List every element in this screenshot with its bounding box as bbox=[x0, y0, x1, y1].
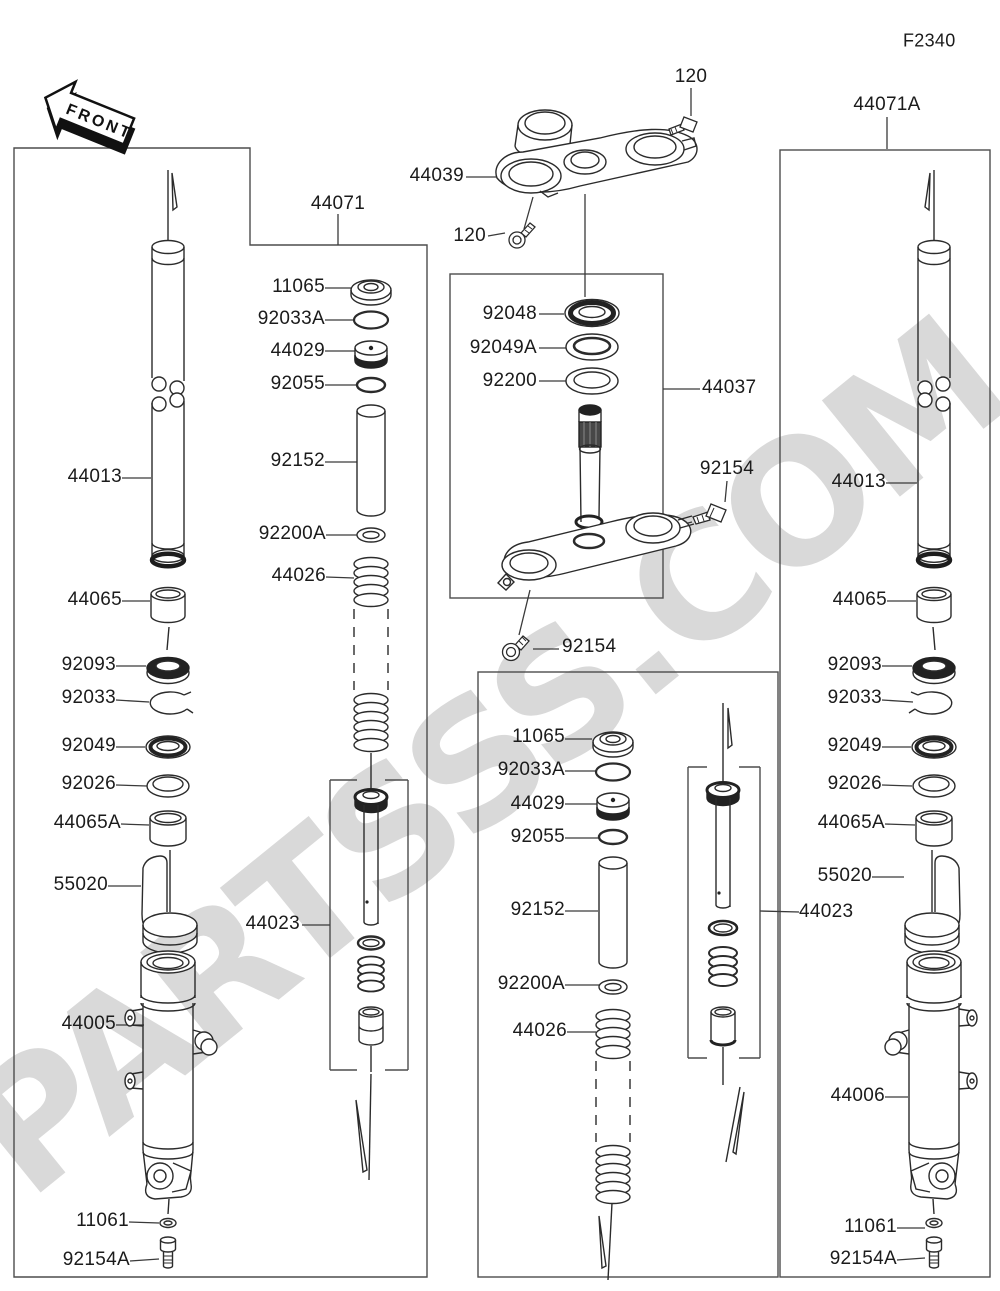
right-internals-drawing bbox=[591, 730, 635, 1205]
part-label-left-inner-tube: 44013 bbox=[67, 465, 122, 487]
part-label-right-assembly: 44071A bbox=[853, 93, 921, 115]
steering-stem-parts-drawing bbox=[497, 298, 695, 591]
stem-assembly-box bbox=[449, 273, 664, 599]
part-label-mid-damper-rod: 44023 bbox=[245, 912, 300, 934]
part-label-mid-spacer: 92152 bbox=[270, 449, 325, 471]
part-label-clamp-bolt-lower: 92154 bbox=[562, 635, 617, 657]
upper-triple-clamp-drawing bbox=[495, 109, 698, 198]
part-label-right-guide-bushing: 44065 bbox=[832, 588, 887, 610]
part-label-left-drain-bolt: 92154A bbox=[62, 1248, 130, 1270]
part-label-right-washer: 92026 bbox=[827, 772, 882, 794]
page-code: F2340 bbox=[903, 30, 956, 51]
part-label-lower-bolt: 120 bbox=[453, 224, 486, 246]
part-label-bearing: 92048 bbox=[482, 302, 537, 324]
part-label-right-drain-bolt: 92154A bbox=[829, 1247, 897, 1269]
right-fork-leg-drawing bbox=[885, 170, 977, 1268]
right-internals-box bbox=[477, 671, 779, 1278]
part-label-mid-small-oring: 92055 bbox=[270, 372, 325, 394]
right-damper-box bbox=[687, 766, 761, 1059]
part-label-left-seal-spacer: 92093 bbox=[61, 653, 116, 675]
part-label-right-bushing: 44065A bbox=[817, 811, 885, 833]
part-label-left-retaining-ring: 92033 bbox=[61, 686, 116, 708]
part-label-right-damper-rod: 44023 bbox=[799, 900, 854, 922]
right-damper-rod-drawing bbox=[705, 703, 745, 1163]
part-label-mid-cap-oring: 92033A bbox=[257, 307, 325, 329]
right-internals-arrow bbox=[598, 1202, 613, 1281]
part-label-right-inner-tube: 44013 bbox=[831, 470, 886, 492]
part-label-mid-spring: 44026 bbox=[271, 564, 326, 586]
left-fork-box bbox=[13, 147, 428, 1278]
front-direction-arrow: FRONT bbox=[43, 79, 136, 155]
part-label-right-outer-tube: 44006 bbox=[830, 1084, 885, 1106]
bolt-120-top bbox=[668, 116, 698, 136]
part-label-left-outer-tube: 44005 bbox=[61, 1012, 116, 1034]
part-label-left-bushing: 44065A bbox=[53, 811, 121, 833]
part-label-bmid-top-cap: 11065 bbox=[512, 725, 565, 747]
part-label-bmid-cap-oring: 92033A bbox=[497, 758, 565, 780]
part-label-right-seal-spacer: 92093 bbox=[827, 653, 882, 675]
bolt-120-bottom bbox=[508, 222, 536, 249]
leader-lines bbox=[108, 88, 926, 1262]
part-label-bmid-small-oring: 92055 bbox=[510, 825, 565, 847]
part-label-left-protector: 55020 bbox=[53, 873, 108, 895]
part-label-left-gasket: 11061 bbox=[76, 1209, 129, 1231]
bolt-92154-upper bbox=[692, 503, 727, 525]
right-fork-box bbox=[779, 149, 991, 1278]
part-label-bmid-spring: 44026 bbox=[512, 1019, 567, 1041]
part-label-mid-washer: 92200A bbox=[258, 522, 326, 544]
part-label-left-guide-bushing: 44065 bbox=[67, 588, 122, 610]
part-label-stem-washer: 92200 bbox=[482, 369, 537, 391]
assembly-boxes bbox=[13, 147, 991, 1278]
part-label-stem-assembly: 44037 bbox=[702, 376, 757, 398]
left-damper-rod-drawing bbox=[353, 753, 389, 1181]
part-label-stem-seal: 92049A bbox=[469, 336, 537, 358]
part-label-upper-bolt: 120 bbox=[674, 65, 708, 87]
part-label-mid-adjuster: 44029 bbox=[270, 339, 325, 361]
front-arrow-icon bbox=[43, 79, 136, 147]
part-label-clamp-bolt-upper: 92154 bbox=[699, 457, 755, 479]
part-label-right-protector: 55020 bbox=[817, 864, 872, 886]
part-label-bmid-adjuster: 44029 bbox=[510, 792, 565, 814]
part-label-mid-top-cap: 11065 bbox=[272, 275, 325, 297]
part-label-bmid-washer: 92200A bbox=[497, 972, 565, 994]
left-fork-leg-drawing bbox=[125, 170, 217, 1268]
part-label-upper-clamp: 44039 bbox=[409, 164, 464, 186]
bolt-92154-lower bbox=[501, 635, 530, 662]
left-internals-drawing bbox=[349, 278, 393, 753]
part-label-right-gasket: 11061 bbox=[844, 1215, 897, 1237]
part-label-left-washer: 92026 bbox=[61, 772, 116, 794]
part-label-left-assembly: 44071 bbox=[310, 192, 366, 214]
part-label-right-retaining-ring: 92033 bbox=[827, 686, 882, 708]
part-label-right-oil-seal: 92049 bbox=[827, 734, 882, 756]
part-label-left-oil-seal: 92049 bbox=[61, 734, 116, 756]
part-label-bmid-spacer: 92152 bbox=[510, 898, 565, 920]
